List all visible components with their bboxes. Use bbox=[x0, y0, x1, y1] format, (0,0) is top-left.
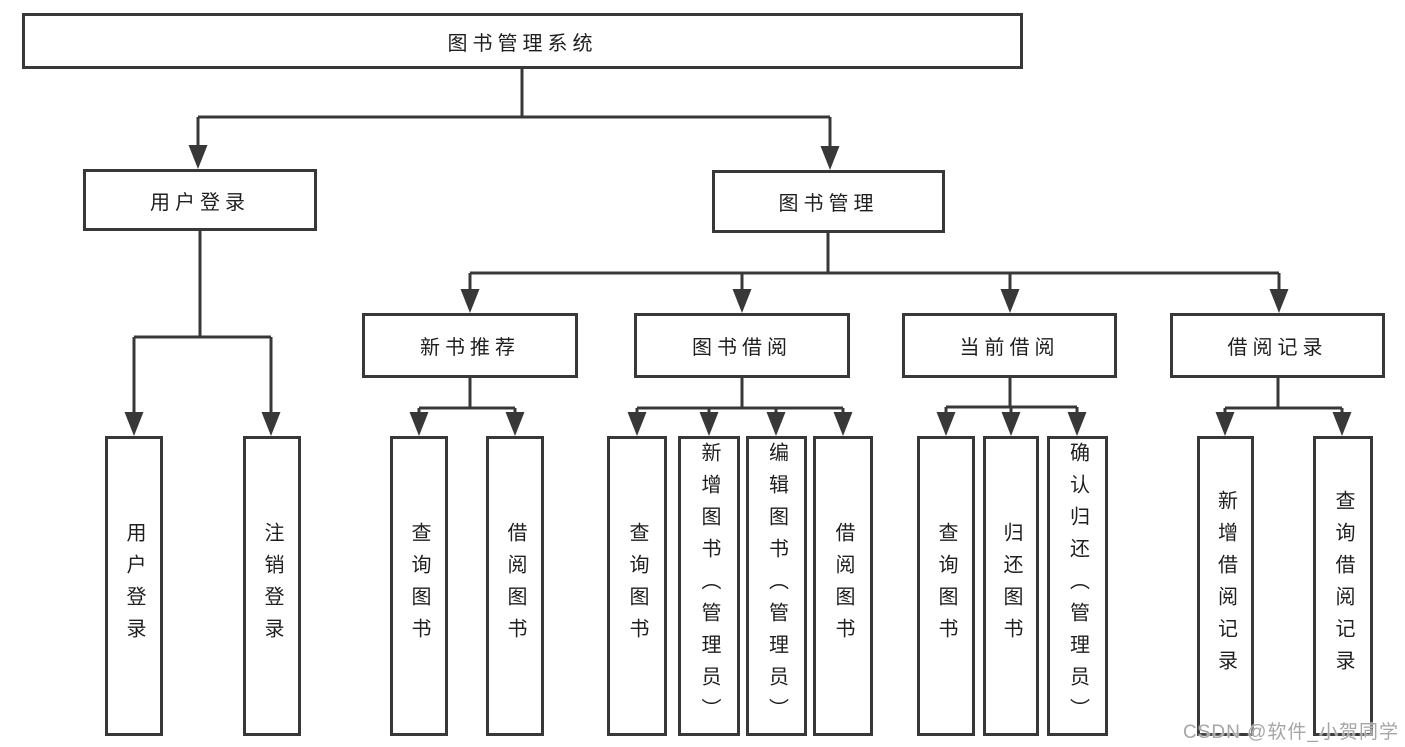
node-book-borrowing: 图书借阅 bbox=[634, 313, 850, 378]
node-label: 用户登录 bbox=[123, 522, 145, 650]
leaf-records-query-record: 查询借阅记录 bbox=[1313, 436, 1373, 736]
node-label: 当前借阅 bbox=[959, 337, 1060, 359]
leaf-current-query-books: 查询图书 bbox=[917, 436, 975, 736]
leaf-borrowing-edit-books-admin: 编辑图书（管理员） bbox=[746, 436, 807, 736]
node-label: 归还图书 bbox=[1000, 522, 1022, 650]
node-label: 图书管理 bbox=[778, 193, 879, 215]
node-label: 用户登录 bbox=[150, 191, 250, 214]
node-label: 借阅图书 bbox=[832, 522, 854, 650]
leaf-current-confirm-return-admin: 确认归还（管理员） bbox=[1047, 436, 1108, 736]
node-current-borrowing: 当前借阅 bbox=[902, 313, 1117, 378]
node-label: 查询图书 bbox=[626, 522, 648, 650]
leaf-recommend-query-books: 查询图书 bbox=[390, 436, 448, 736]
leaf-borrowing-add-books-admin: 新增图书（管理员） bbox=[678, 436, 740, 736]
node-label: 新增图书（管理员） bbox=[698, 442, 720, 730]
node-label: 查询图书 bbox=[408, 522, 430, 650]
node-label: 新书推荐 bbox=[420, 337, 520, 359]
node-label: 借阅图书 bbox=[504, 522, 526, 650]
node-label: 查询图书 bbox=[935, 522, 957, 650]
leaf-borrowing-query-books: 查询图书 bbox=[607, 436, 667, 736]
node-label: 注销登录 bbox=[261, 522, 283, 650]
node-label: 确认归还（管理员） bbox=[1066, 442, 1089, 730]
node-borrow-records: 借阅记录 bbox=[1170, 313, 1385, 378]
leaf-borrowing-borrow-books: 借阅图书 bbox=[813, 436, 873, 736]
leaf-current-return-books: 归还图书 bbox=[983, 436, 1039, 736]
node-user-login: 用户登录 bbox=[83, 169, 317, 231]
node-label: 新增借阅记录 bbox=[1214, 490, 1237, 682]
csdn-watermark: CSDN @软件_小贺同学 bbox=[1183, 722, 1399, 743]
node-label: 查询借阅记录 bbox=[1332, 490, 1354, 682]
node-library-management-system: 图书管理系统 bbox=[22, 13, 1023, 69]
leaf-records-add-record: 新增借阅记录 bbox=[1197, 436, 1254, 736]
node-book-management: 图书管理 bbox=[712, 170, 945, 233]
node-label: 编辑图书（管理员） bbox=[765, 442, 788, 730]
leaf-logout-login: 注销登录 bbox=[243, 436, 301, 736]
node-label: 借阅记录 bbox=[1227, 337, 1328, 359]
node-label: 图书管理系统 bbox=[447, 32, 598, 55]
leaf-user-login: 用户登录 bbox=[105, 436, 163, 736]
node-new-book-recommend: 新书推荐 bbox=[362, 313, 578, 378]
arrowheads bbox=[124, 145, 1352, 436]
node-label: 图书借阅 bbox=[692, 337, 792, 359]
leaf-recommend-borrow-books: 借阅图书 bbox=[486, 436, 544, 736]
